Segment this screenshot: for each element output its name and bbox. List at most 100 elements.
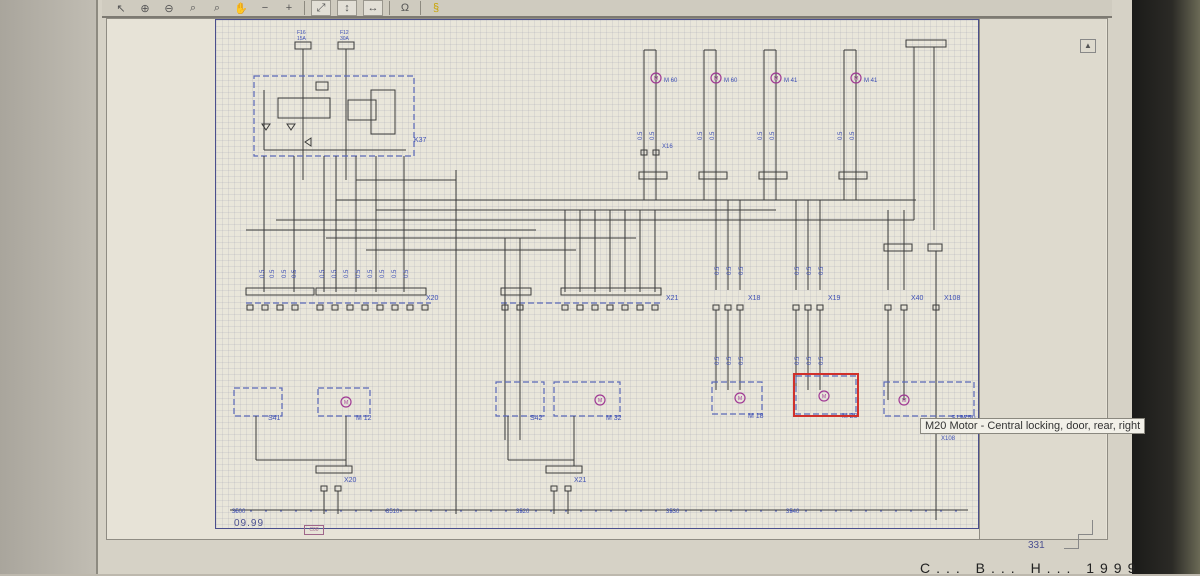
ruler-tick (250, 510, 252, 512)
ruler-tick (850, 510, 852, 512)
motor-glyph: M (714, 76, 718, 82)
wire-gauge-label: 0.5 (758, 131, 764, 140)
toolbar-separator (389, 1, 390, 15)
component-outline (795, 375, 857, 415)
diode-icon (286, 123, 296, 131)
fit-width-icon: ↔ (367, 2, 379, 14)
connector-pin-icon (591, 304, 599, 311)
ruler-tick (805, 510, 807, 512)
fit-height-icon: ↕ (344, 2, 350, 14)
connector-pin-icon (651, 304, 659, 311)
wire-gauge-label: 0.5 (292, 269, 298, 278)
fit-height-button[interactable]: ↕ (337, 0, 357, 16)
motor-label: M 41 (864, 78, 878, 84)
wire-gauge-label: 0.5 (807, 356, 813, 365)
connector-box (545, 465, 583, 474)
motor-m50-icon (898, 394, 910, 406)
ruler-tick (385, 510, 387, 512)
ruler-tick (595, 510, 597, 512)
fuse-icon: § (432, 2, 440, 14)
resize-corner (1064, 534, 1079, 549)
connector-box (245, 287, 315, 296)
wire-gauge-label: 0.5 (282, 269, 288, 278)
connector-pin-icon (804, 304, 812, 311)
connector-pin-icon (564, 485, 572, 492)
wire-gauge-label: 0.5 (739, 356, 745, 365)
ruler-tick (460, 510, 462, 512)
motor-label: M 60 (724, 78, 738, 84)
zoom-window-button[interactable]: ⌕ (208, 1, 226, 15)
fit-width-button[interactable]: ↔ (363, 0, 383, 16)
ruler-tick (940, 510, 942, 512)
zoom-out-button[interactable]: ⊖ (160, 1, 178, 15)
top-connector-label: F12 (340, 30, 349, 36)
motor-glyph: M (822, 394, 826, 400)
motor-label: M 41 (784, 78, 798, 84)
wire-gauge-label: 0.5 (332, 269, 338, 278)
motor-glyph: M (654, 76, 658, 82)
ruler-label: 3510 (386, 509, 400, 515)
connector-pin-icon (550, 485, 558, 492)
connector-x21-bottom-label: X21 (574, 477, 587, 484)
ohm-meter-icon: Ω (400, 2, 410, 14)
connector-pin-icon (331, 304, 339, 311)
remove-marker-icon: − (261, 2, 269, 14)
top-right-connector-box (905, 39, 947, 48)
component-label-m18: M 18 (748, 413, 764, 420)
ruler-tick (715, 510, 717, 512)
zoom-out-icon: ⊖ (164, 2, 174, 15)
pointer-button[interactable]: ↖ (112, 1, 130, 15)
motor-glyph: M (598, 398, 602, 404)
pan-hand-button[interactable]: ✋ (232, 1, 250, 15)
ruler-tick (820, 510, 822, 512)
k37-relay-block (277, 97, 331, 119)
connector-pin-icon (712, 304, 720, 311)
monitor-bezel-left (0, 0, 100, 574)
fit-page-button[interactable]: ⤢ (311, 0, 331, 16)
ruler-label: 3530 (666, 509, 680, 515)
motor-m60-icon (650, 72, 662, 84)
connector-pin-icon (576, 304, 584, 311)
zoom-button[interactable]: ⌕ (184, 1, 202, 15)
connector-box (883, 243, 913, 252)
component-label-m32: M 32 (606, 415, 622, 422)
ruler-label: 3520 (516, 509, 530, 515)
wire-gauge-label: 0.5 (650, 131, 656, 140)
connector-x18-label: X18 (748, 295, 761, 302)
wire-gauge-label: 0.5 (638, 131, 644, 140)
zoom-in-button[interactable]: ⊕ (136, 1, 154, 15)
pan-hand-icon: ✋ (234, 2, 248, 15)
wire-gauge-label: 0.5 (807, 266, 813, 275)
fuse-button[interactable]: § (427, 1, 445, 15)
connector-pin-icon (724, 304, 732, 311)
component-label-s42: S42 (530, 415, 543, 422)
ruler-tick (685, 510, 687, 512)
ohm-meter-button[interactable]: Ω (396, 1, 414, 15)
ruler-tick (445, 510, 447, 512)
ruler-tick (955, 510, 957, 512)
component-outline (883, 381, 975, 417)
remove-marker-button[interactable]: − (256, 1, 274, 15)
ruler-tick (430, 510, 432, 512)
connector-pin-icon (792, 304, 800, 311)
zoom-window-icon: ⌕ (213, 1, 221, 14)
ruler-label: 3500 (232, 509, 246, 515)
date-code: 09.99 (234, 518, 265, 529)
top-connector-box (337, 41, 355, 50)
bottom-tab[interactable]: C00 (304, 525, 324, 535)
connector-pin-icon (246, 304, 254, 311)
connector-pin-icon (421, 304, 429, 311)
wire-gauge-label: 0.5 (850, 131, 856, 140)
component-outline (495, 381, 545, 417)
wire-gauge-label: 0.5 (795, 356, 801, 365)
scroll-up-button[interactable]: ▲ (1080, 39, 1096, 53)
connector-x20-bottom-label: X20 (344, 477, 357, 484)
add-marker-button[interactable]: + (280, 1, 298, 15)
fit-page-icon: ⤢ (316, 1, 326, 14)
connector-x20-label: X20 (426, 295, 439, 302)
wire-gauge-label: 0.5 (698, 131, 704, 140)
motor-m32-icon (594, 394, 606, 406)
